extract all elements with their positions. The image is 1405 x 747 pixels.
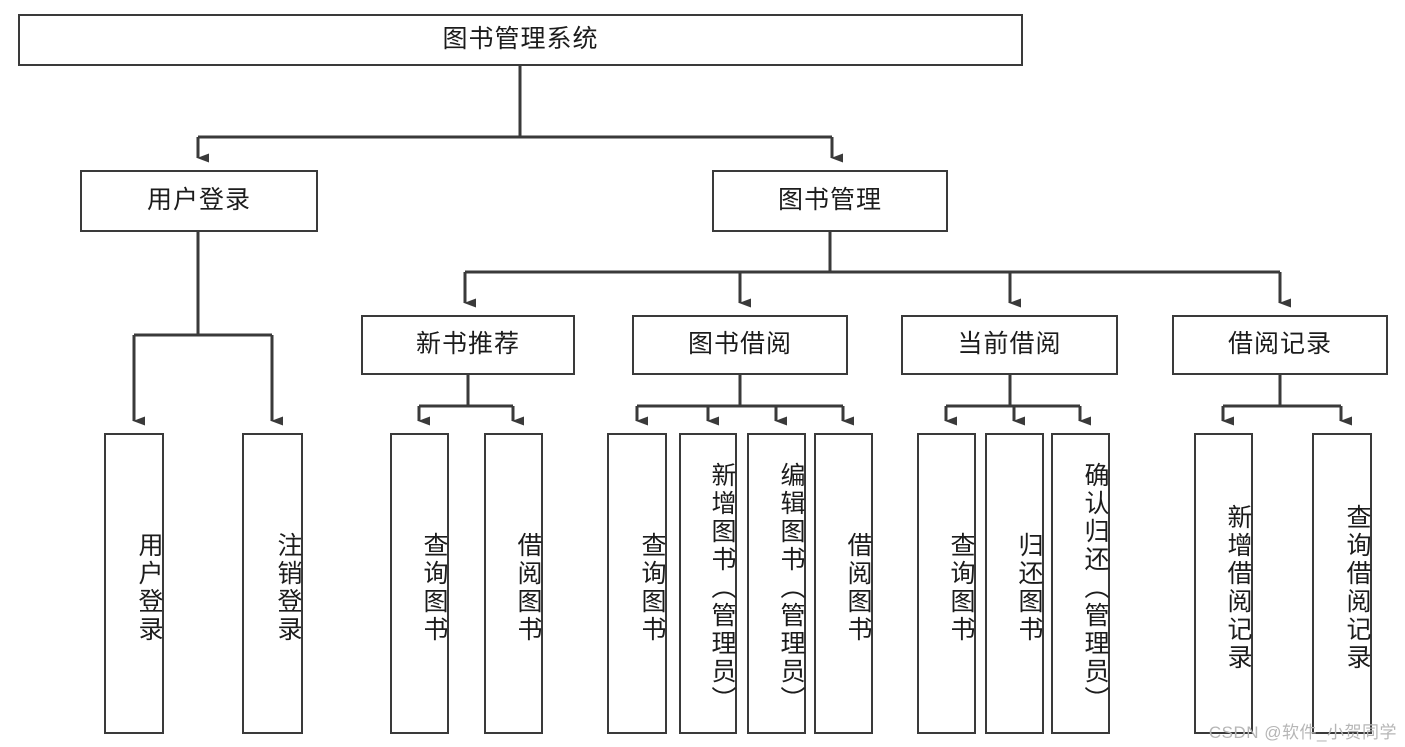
leaf-record-query-label: 查询借阅记录 xyxy=(1343,503,1371,672)
node-book-borrow-label: 图书借阅 xyxy=(687,330,792,359)
node-new-book-recommend[interactable]: 新书推荐 xyxy=(361,315,575,375)
node-current-borrow[interactable]: 当前借阅 xyxy=(901,315,1118,375)
node-user-login-label: 用户登录 xyxy=(146,186,251,215)
watermark: CSDN @软件_小贺同学 xyxy=(1208,723,1397,742)
leaf-current-return-book-label: 归还图书 xyxy=(1015,531,1043,644)
leaf-recommend-query-book[interactable]: 查询图书 xyxy=(390,433,449,734)
leaf-borrow-edit-book-label: 编辑图书（管理员） xyxy=(777,461,805,714)
leaf-borrow-edit-book[interactable]: 编辑图书（管理员） xyxy=(747,433,806,734)
node-book-management-label: 图书管理 xyxy=(777,186,882,215)
node-book-borrow[interactable]: 图书借阅 xyxy=(632,315,848,375)
node-current-borrow-label: 当前借阅 xyxy=(957,330,1062,359)
leaf-user-login[interactable]: 用户登录 xyxy=(104,433,164,734)
leaf-user-login-label: 用户登录 xyxy=(135,531,163,644)
leaf-record-add[interactable]: 新增借阅记录 xyxy=(1194,433,1253,734)
leaf-current-return-book[interactable]: 归还图书 xyxy=(985,433,1044,734)
node-root[interactable]: 图书管理系统 xyxy=(18,14,1023,66)
leaf-borrow-query-book-label: 查询图书 xyxy=(638,531,666,644)
leaf-current-query-book-label: 查询图书 xyxy=(947,531,975,644)
leaf-logout[interactable]: 注销登录 xyxy=(242,433,303,734)
leaf-recommend-borrow-book[interactable]: 借阅图书 xyxy=(484,433,543,734)
node-book-management[interactable]: 图书管理 xyxy=(712,170,948,232)
leaf-current-confirm-return-label: 确认归还（管理员） xyxy=(1081,461,1109,714)
leaf-current-confirm-return[interactable]: 确认归还（管理员） xyxy=(1051,433,1110,734)
leaf-borrow-add-book[interactable]: 新增图书（管理员） xyxy=(679,433,737,734)
node-borrow-record[interactable]: 借阅记录 xyxy=(1172,315,1388,375)
leaf-record-query[interactable]: 查询借阅记录 xyxy=(1312,433,1372,734)
node-user-login[interactable]: 用户登录 xyxy=(80,170,318,232)
leaf-record-add-label: 新增借阅记录 xyxy=(1224,503,1252,672)
leaf-current-query-book[interactable]: 查询图书 xyxy=(917,433,976,734)
leaf-borrow-query-book[interactable]: 查询图书 xyxy=(607,433,667,734)
node-borrow-record-label: 借阅记录 xyxy=(1227,330,1332,359)
node-new-book-recommend-label: 新书推荐 xyxy=(415,330,520,359)
leaf-recommend-query-book-label: 查询图书 xyxy=(420,531,448,644)
leaf-borrow-borrow-book[interactable]: 借阅图书 xyxy=(814,433,873,734)
leaf-borrow-borrow-book-label: 借阅图书 xyxy=(844,531,872,644)
leaf-borrow-add-book-label: 新增图书（管理员） xyxy=(708,461,736,714)
leaf-logout-label: 注销登录 xyxy=(274,531,302,644)
leaf-recommend-borrow-book-label: 借阅图书 xyxy=(514,531,542,644)
node-root-label: 图书管理系统 xyxy=(442,25,599,54)
